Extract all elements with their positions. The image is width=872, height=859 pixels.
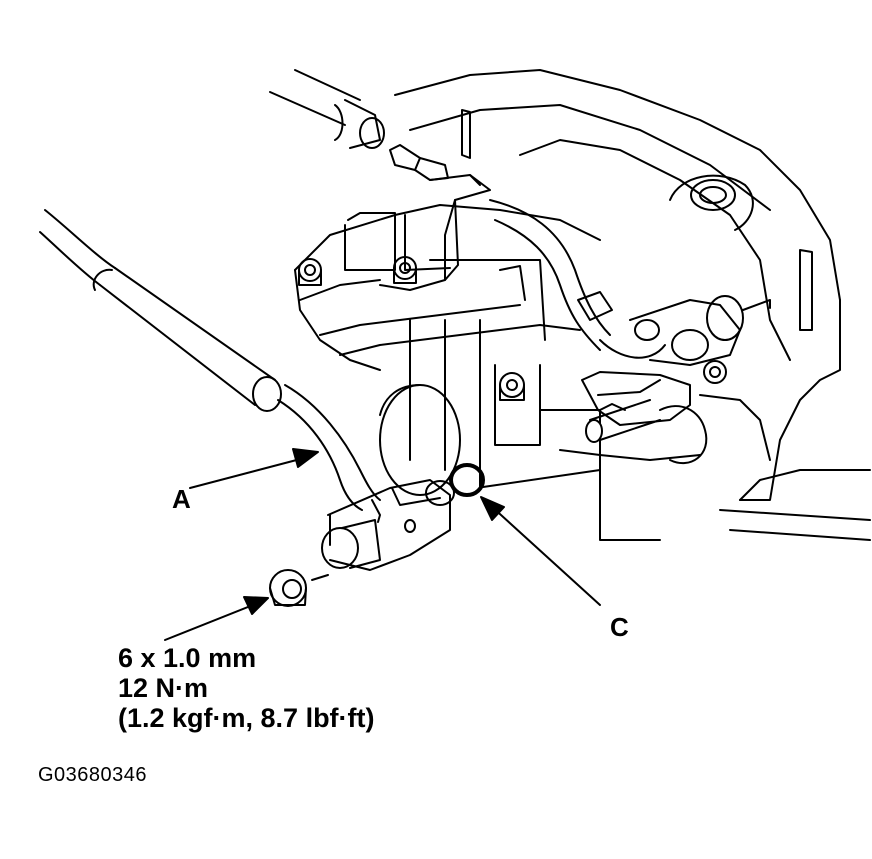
speed-sensor: [321, 479, 455, 571]
o-ring: [449, 463, 485, 497]
housing-bolt-lower: [499, 372, 525, 401]
callout-c: C: [610, 612, 629, 642]
axis-line-bolt: [311, 574, 329, 581]
crossover-hose: [489, 199, 666, 359]
torque-spec: 6 x 1.0 mm 12 N·m (1.2 kgf·m, 8.7 lbf·ft…: [118, 643, 375, 733]
spec-torque: 12 N·m: [118, 673, 209, 703]
engine-housing: [294, 69, 871, 541]
housing-bolt-center: [393, 256, 417, 284]
arrow-bolt: [164, 596, 269, 641]
housing-bolt-left: [298, 258, 322, 286]
right-connector: [629, 295, 771, 366]
spec-thread: 6 x 1.0 mm: [118, 643, 257, 673]
cable-bracket: [581, 371, 691, 443]
cable-a: [39, 209, 381, 511]
arrow-a: [189, 448, 319, 489]
spec-torque-alt: (1.2 kgf·m, 8.7 lbf·ft): [118, 703, 375, 733]
figure-id: G03680346: [38, 764, 148, 786]
arrow-c: [480, 496, 601, 606]
upper-hose: [269, 69, 449, 181]
upper-bracket: [379, 174, 491, 291]
callout-a: A: [172, 484, 191, 514]
housing-bolt-right: [703, 360, 727, 384]
axis-line-o-ring: [482, 469, 601, 488]
sensor-bolt: [269, 569, 307, 607]
